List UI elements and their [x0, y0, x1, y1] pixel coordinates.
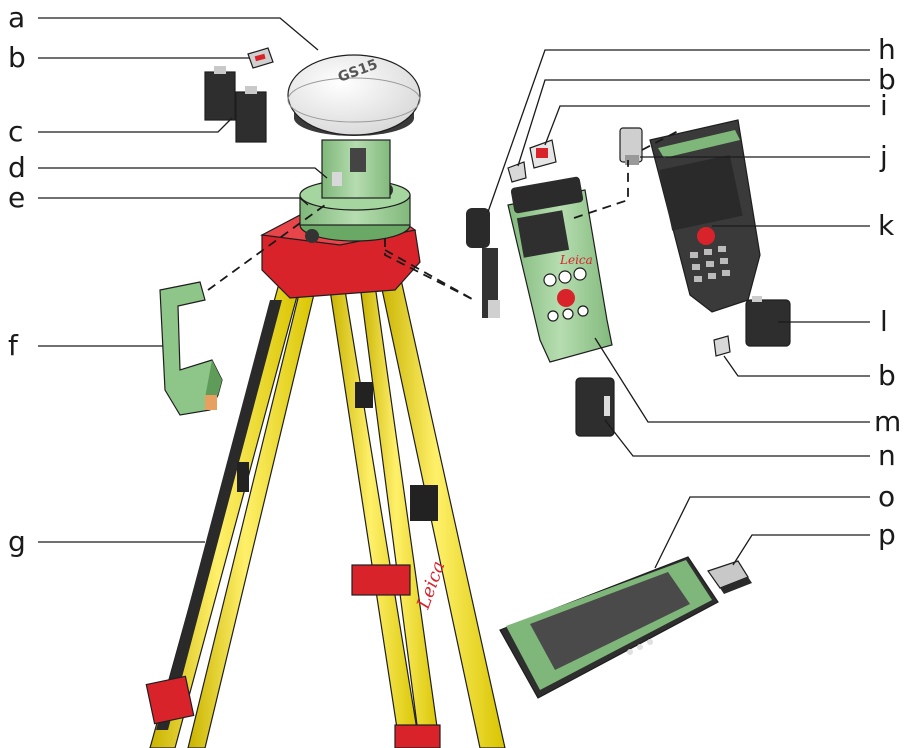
tripod-clamp	[352, 565, 410, 595]
gnss-antenna: GS15	[288, 55, 420, 136]
cs20-battery	[746, 296, 790, 346]
usb-stick	[708, 561, 752, 594]
label-n: n	[878, 439, 896, 472]
tripod-logo: Leica	[413, 558, 450, 612]
label-g: g	[8, 525, 26, 558]
field-controller-cs: Leica	[508, 176, 612, 362]
label-b-top: b	[8, 41, 26, 74]
controller-clip	[466, 208, 500, 318]
label-e: e	[8, 181, 25, 214]
carrier	[322, 140, 390, 198]
controller-battery	[576, 378, 614, 436]
label-d: d	[8, 151, 26, 184]
label-o: o	[878, 480, 895, 513]
antenna-holder	[160, 282, 222, 415]
callout-labels: a b c d e f g h b i j k l b m n o p	[8, 1, 901, 558]
controller-logo: Leica	[559, 253, 593, 267]
tripod-lock	[355, 382, 373, 408]
label-i: i	[880, 89, 888, 122]
tripod-lock	[410, 485, 438, 521]
label-j: j	[879, 140, 888, 173]
label-a: a	[8, 1, 25, 34]
field-controller-cs20	[650, 120, 760, 312]
label-k: k	[878, 209, 895, 242]
cs20-sd-card	[714, 336, 730, 356]
label-h: h	[878, 33, 896, 66]
label-f: f	[8, 329, 19, 362]
controller-sd-card	[508, 162, 526, 182]
tripod-clamp	[395, 725, 440, 748]
batteries	[205, 66, 266, 142]
tripod-clamp	[146, 676, 193, 723]
sd-card	[248, 48, 273, 68]
label-p: p	[878, 518, 896, 551]
tripod-lock	[237, 462, 249, 492]
label-b-low: b	[878, 359, 896, 392]
tablet	[500, 557, 718, 698]
sim-card	[530, 140, 556, 168]
label-l: l	[880, 305, 888, 338]
label-c: c	[8, 115, 23, 148]
tripod-leg-left-inner	[188, 290, 315, 748]
cs20-clip-adapter	[620, 128, 642, 165]
label-m: m	[874, 405, 901, 438]
